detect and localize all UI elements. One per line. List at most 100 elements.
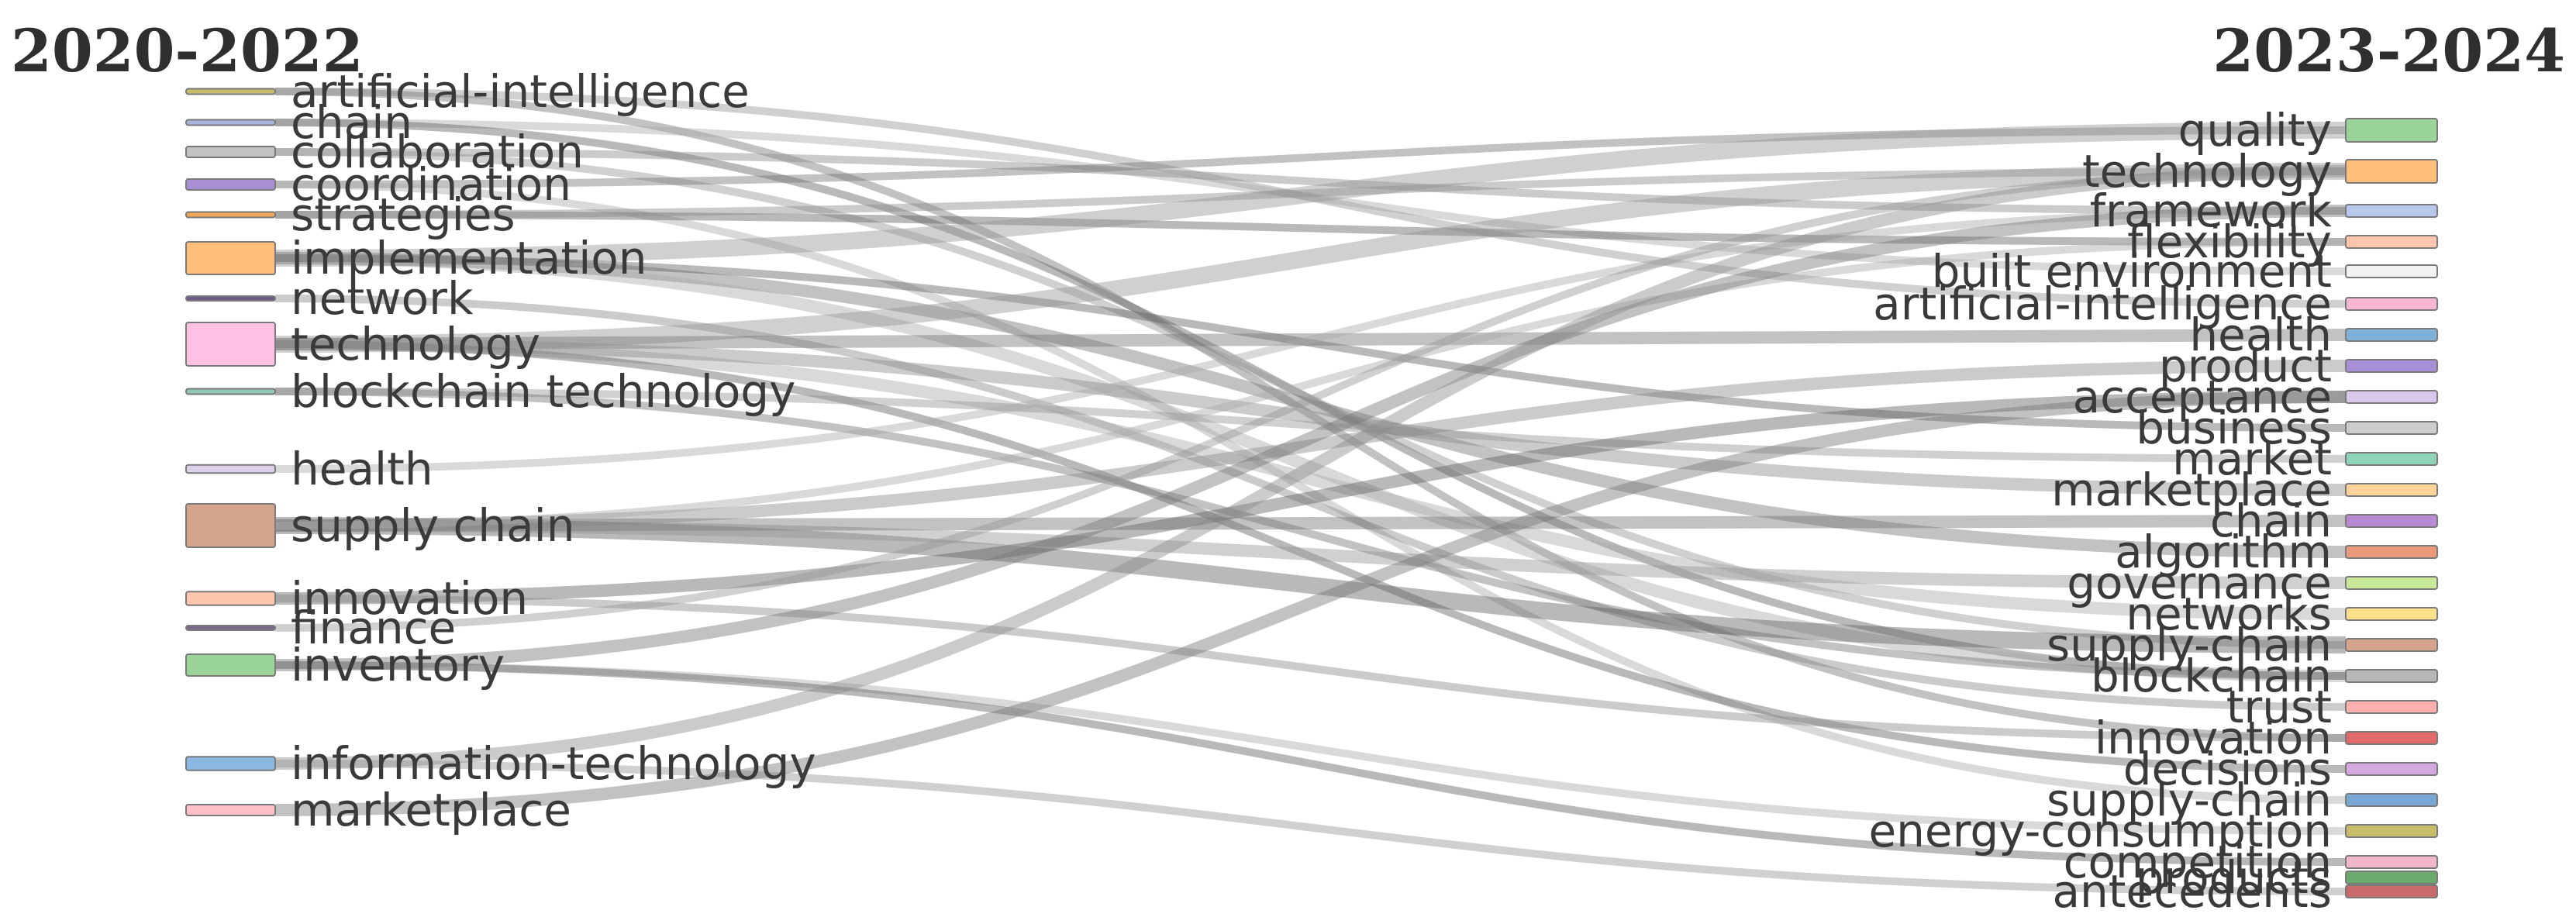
left-node-chain [185, 119, 276, 126]
right-node-products [2345, 871, 2438, 884]
right-node-supply-chain [2345, 793, 2438, 807]
right-node-label: acceptance [2073, 371, 2332, 423]
right-node-label: competition [2064, 836, 2332, 888]
flow-link-l11-r19 [274, 595, 2347, 742]
left-node-innovation [185, 591, 276, 606]
flow-link-l10-r12 [274, 515, 2347, 532]
right-node-framework [2345, 204, 2438, 218]
flow-link-l3-r0 [274, 126, 2347, 188]
right-node-label: chain [2210, 495, 2332, 547]
left-period-nodes: artificial-intelligencechaincollaboratio… [185, 65, 816, 836]
right-node-label: built environment [1932, 245, 2332, 298]
flow-link-l13-r2 [274, 205, 2347, 671]
left-node-supply-chain [185, 503, 276, 548]
flow-link-l0-r19 [274, 88, 2347, 742]
right-node-label: networks [2126, 588, 2332, 640]
right-node-decisions [2345, 762, 2438, 776]
right-node-quality [2345, 118, 2438, 143]
flow-link-l11-r8 [274, 391, 2347, 605]
right-node-label: flexibility [2127, 215, 2332, 268]
flow-link-l14-r1 [274, 165, 2347, 770]
right-period-nodes: qualitytechnologyframeworkflexibilitybui… [1868, 104, 2438, 918]
left-node-inventory [185, 653, 276, 677]
flow-link-l5-r13 [274, 252, 2347, 558]
left-node-information-technology [185, 756, 276, 771]
right-node-innovation [2345, 731, 2438, 745]
right-node-label: decisions [2123, 743, 2332, 795]
flow-link-l7-r15 [274, 338, 2347, 620]
flow-link-l5-r9 [274, 254, 2347, 432]
flow-link-l6-r18 [274, 295, 2347, 711]
flow-link-l10-r14 [274, 519, 2347, 589]
left-node-finance [185, 625, 276, 631]
right-node-health [2345, 328, 2438, 342]
flow-link-l1-r4 [274, 119, 2347, 275]
right-node-product [2345, 359, 2438, 373]
left-period-title: 2020-2022 [11, 16, 364, 85]
left-node-label: supply chain [291, 499, 575, 552]
right-node-supply-chain [2345, 638, 2438, 652]
right-node-label: business [2136, 402, 2332, 454]
left-node-marketplace [185, 804, 276, 816]
flow-link-l7-r11 [274, 338, 2347, 496]
right-node-label: technology [2082, 145, 2332, 198]
right-period-title: 2023-2024 [2212, 16, 2565, 85]
left-node-health [185, 464, 276, 474]
right-node-business [2345, 421, 2438, 435]
right-node-artificial-intelligence [2345, 297, 2438, 311]
left-node-collaboration [185, 146, 276, 158]
right-node-label: marketplace [2051, 464, 2332, 516]
right-node-blockchain [2345, 669, 2438, 683]
right-node-label: antecedents [2052, 865, 2332, 918]
flow-link-l4-r1 [274, 167, 2347, 219]
right-node-label: energy-consumption [1868, 805, 2332, 857]
left-node-label: coordination [291, 158, 571, 211]
right-node-label: products [2136, 851, 2332, 904]
left-node-label: innovation [291, 572, 528, 625]
right-node-acceptance [2345, 390, 2438, 404]
right-node-trust [2345, 700, 2438, 714]
flow-link-l10-r3 [274, 238, 2347, 529]
flow-link-l2-r2 [274, 148, 2347, 215]
left-node-label: marketplace [291, 784, 571, 836]
left-node-technology [185, 322, 276, 367]
right-node-label: quality [2178, 104, 2332, 157]
right-node-market [2345, 452, 2438, 466]
flow-link-l7-r1 [274, 163, 2347, 353]
right-node-label: supply-chain [2047, 619, 2332, 671]
right-node-label: governance [2067, 557, 2332, 609]
left-node-label: chain [291, 96, 412, 149]
left-node-label: inventory [291, 639, 505, 691]
right-node-chain [2345, 514, 2438, 528]
left-node-label: technology [291, 318, 540, 371]
flow-link-l3-r21 [274, 181, 2347, 804]
right-node-energy-consumption [2345, 824, 2438, 838]
flow-link-l8-r10 [274, 388, 2347, 463]
flow-link-l15-r8 [274, 391, 2347, 816]
flow-link-l1-r17 [274, 119, 2347, 680]
right-node-label: product [2159, 340, 2332, 392]
right-node-built-environment [2345, 264, 2438, 278]
right-node-networks [2345, 607, 2438, 621]
left-node-strategies [185, 211, 276, 219]
flow-link-l9-r2 [274, 207, 2347, 473]
flow-link-l2-r16 [274, 148, 2347, 649]
left-node-label: artificial-intelligence [291, 65, 750, 118]
left-node-label: health [291, 443, 433, 495]
left-node-artificial-intelligence [185, 88, 276, 95]
right-node-label: supply-chain [2047, 774, 2332, 826]
flow-link-l4-r3 [274, 211, 2347, 246]
flow-link-l7-r6 [274, 329, 2347, 350]
left-node-blockchain-technology [185, 388, 276, 395]
right-node-flexibility [2345, 235, 2438, 249]
right-node-competition [2345, 855, 2438, 869]
flow-link-l14-r25 [274, 760, 2347, 895]
left-node-label: information-technology [291, 737, 816, 790]
flow-link-l13-r22 [274, 661, 2347, 835]
right-node-label: market [2172, 433, 2332, 485]
flow-link-l5-r0 [274, 122, 2347, 267]
right-node-marketplace [2345, 483, 2438, 497]
right-node-technology [2345, 159, 2438, 184]
left-node-label: finance [291, 602, 456, 654]
